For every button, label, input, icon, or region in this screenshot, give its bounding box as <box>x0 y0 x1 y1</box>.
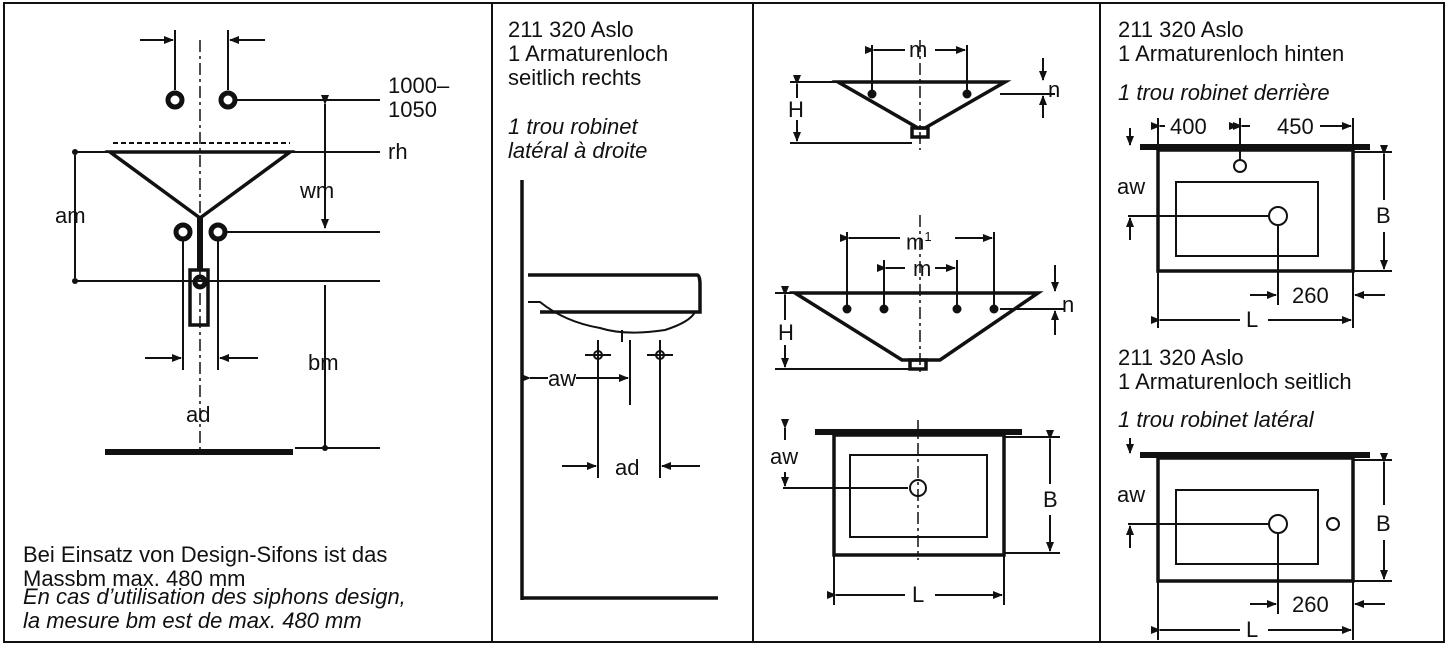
basin-section-1 <box>831 80 1012 130</box>
dim-aw-bottom: aw <box>1117 482 1146 507</box>
dim-H-top: H <box>788 97 804 122</box>
dim-ad: ad <box>186 402 211 427</box>
siphon-connection-right-icon <box>208 222 228 242</box>
panel2-title-german: 211 320 Aslo 1 Armaturenloch seitlich re… <box>508 17 669 90</box>
panel4-top-title-french: 1 trou robinet derrière <box>1118 80 1330 105</box>
panel3-basin-drawings <box>775 40 1065 605</box>
fitting-left-icon <box>165 90 185 110</box>
note-french: En cas d’utilisation des siphons design,… <box>23 584 406 633</box>
dim-wm: wm <box>300 178 335 203</box>
panel4-bottom-title-french: 1 trou robinet latéral <box>1118 407 1314 432</box>
basin-section-2 <box>788 291 1044 362</box>
dim-aw-top: aw <box>1117 174 1146 199</box>
panel1-front-elevation <box>72 30 380 455</box>
siphon-body <box>188 268 210 327</box>
dim-aw-plan: aw <box>770 444 799 469</box>
basin-plan-1 <box>832 433 1006 557</box>
panel4-top-title-german: 211 320 Aslo 1 Armaturenloch hinten <box>1118 17 1345 66</box>
dim-m-middle: m <box>913 256 932 281</box>
dim-m1-superscript: 1 <box>924 229 932 244</box>
basin-plan-2 <box>1156 148 1355 273</box>
basin-section <box>528 273 702 314</box>
dim-H-middle: H <box>778 320 794 345</box>
dim-rh: rh <box>388 139 408 164</box>
dim-m1-letter: m <box>906 229 925 255</box>
dim-B-plan: B <box>1043 487 1058 512</box>
dim-450: 450 <box>1277 114 1314 139</box>
dim-am: am <box>55 203 86 228</box>
dim-m-top: m <box>909 37 928 62</box>
panel2-title-french: 1 trou robinet latéral à droite <box>508 114 648 163</box>
dim-m1: m1 <box>906 226 932 253</box>
dim-aw-side: aw <box>548 366 577 391</box>
dim-L-plan: L <box>912 582 925 607</box>
dim-260-top: 260 <box>1292 283 1329 308</box>
dim-ad-side: ad <box>615 455 640 480</box>
dim-260-bottom: 260 <box>1292 592 1329 617</box>
basin-plan-3 <box>1156 456 1355 583</box>
panel4-top-plan <box>1126 118 1392 328</box>
dim-n-top: n <box>1048 77 1061 102</box>
panel4-bottom-plan <box>1126 438 1392 640</box>
panel2-side-section <box>520 180 718 600</box>
dim-n-middle: n <box>1062 292 1075 317</box>
dim-B-bottom: B <box>1376 511 1391 536</box>
outer-frame <box>3 2 1445 643</box>
note-german: Bei Einsatz von Design-Sifons ist das Ma… <box>23 542 388 591</box>
dim-bm: bm <box>308 350 339 375</box>
siphon-connection-left-icon <box>173 222 193 242</box>
fitting-right-icon <box>218 90 238 110</box>
dim-L-top: L <box>1246 307 1259 332</box>
dim-L-bottom: L <box>1246 617 1259 642</box>
dim-400: 400 <box>1170 114 1207 139</box>
dim-top-height: 1000– 1050 <box>388 73 450 122</box>
dim-B-top: B <box>1376 203 1391 228</box>
panel4-bottom-title-german: 211 320 Aslo 1 Armaturenloch seitlich <box>1118 345 1352 394</box>
